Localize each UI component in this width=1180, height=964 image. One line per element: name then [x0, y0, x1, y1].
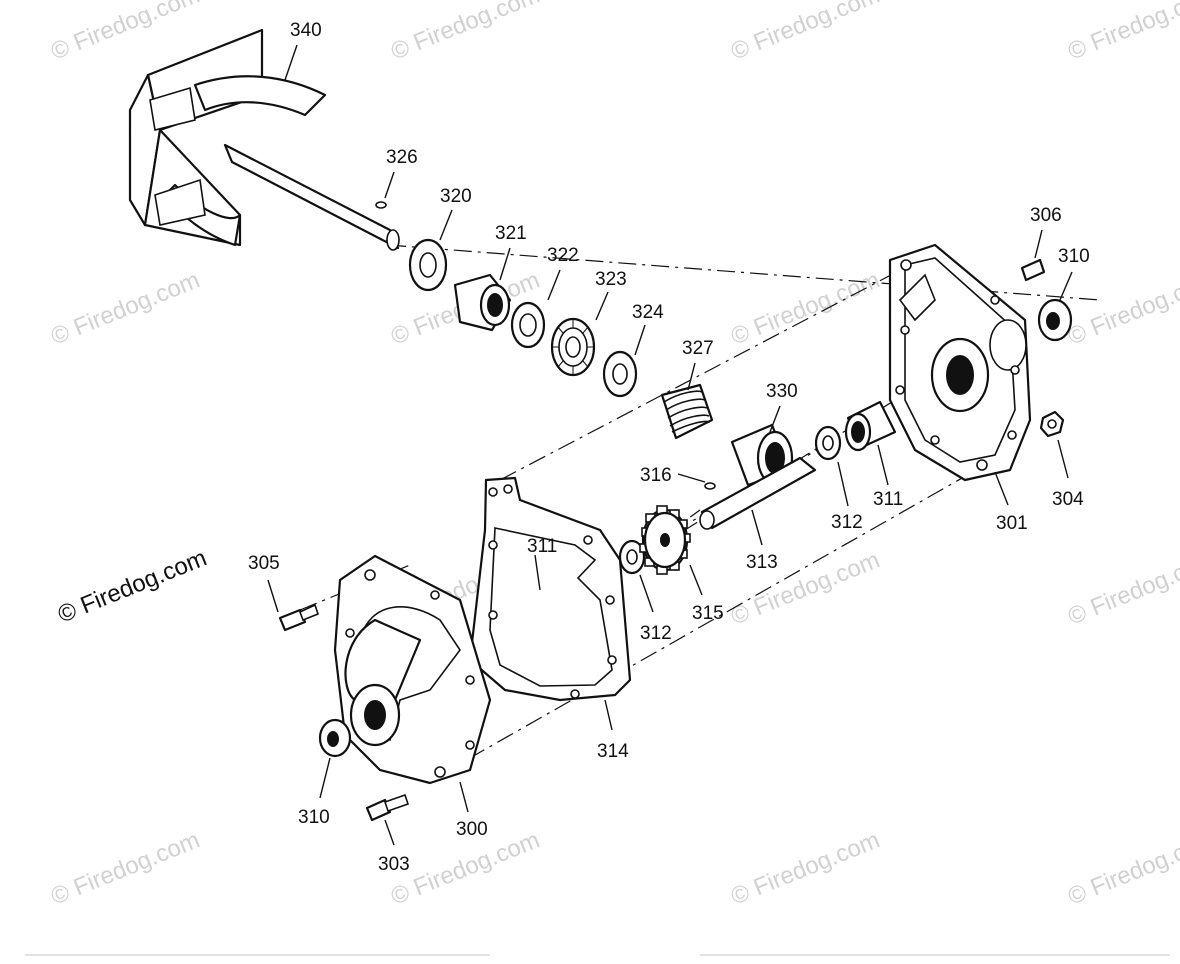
- callout-300: 300: [456, 819, 488, 840]
- shaft-313: [699, 456, 817, 530]
- callout-320: 320: [440, 186, 472, 207]
- callout-322: 322: [547, 245, 579, 266]
- callout-305: 305: [248, 553, 280, 574]
- callout-323: 323: [595, 269, 627, 290]
- worm-gear-327: [660, 383, 714, 440]
- washer-320: [408, 238, 448, 292]
- bearing-310-right: [1037, 298, 1073, 342]
- gear-315: [639, 505, 691, 575]
- callout-340: 340: [290, 20, 322, 41]
- callout-321: 321: [495, 223, 527, 244]
- callout-315: 315: [692, 603, 724, 624]
- bushing-321: [453, 273, 512, 332]
- callout-310: 310: [298, 807, 330, 828]
- callout-312: 312: [640, 623, 672, 644]
- callout-313: 313: [746, 552, 778, 573]
- callout-326: 326: [386, 147, 418, 168]
- callout-303: 303: [378, 854, 410, 875]
- watermark: © Firedog.com: [47, 826, 203, 910]
- thrust-bearing-323: [550, 317, 596, 377]
- washer-312-upper: [814, 425, 842, 461]
- nut-304: [1039, 410, 1065, 438]
- gear-case-301: [888, 243, 1032, 482]
- bolt-303: [365, 793, 410, 822]
- callout-310: 310: [1058, 246, 1090, 267]
- watermark: © Firedog.com: [727, 266, 883, 350]
- callout-312: 312: [831, 512, 863, 533]
- auger-assembly-340: [128, 28, 400, 251]
- callout-311: 311: [527, 536, 557, 557]
- watermark: © Firedog.com: [727, 0, 883, 66]
- watermark: © Firedog.com: [1064, 546, 1180, 630]
- callout-306: 306: [1030, 205, 1062, 226]
- watermark: © Firedog.com: [47, 0, 203, 66]
- washer-322: [510, 301, 546, 349]
- set-screw-306: [1020, 258, 1046, 282]
- bolt-305: [278, 603, 319, 632]
- watermark: © Firedog.com: [727, 826, 883, 910]
- watermark: © Firedog.com: [1064, 266, 1180, 350]
- watermark: © Firedog.com: [47, 266, 203, 350]
- key-316: [704, 482, 716, 490]
- callout-314: 314: [597, 741, 629, 762]
- key-326: [375, 201, 387, 209]
- copyright-label: © Firedog.com: [54, 544, 210, 628]
- bearing-311-right: [844, 400, 897, 452]
- callout-301: 301: [996, 513, 1028, 534]
- washer-324: [602, 350, 638, 398]
- watermark: © Firedog.com: [1064, 0, 1180, 66]
- leader-lines: [267, 44, 1073, 846]
- callout-labels: 340 326 320 321 322 323 324 327 330 316 …: [248, 20, 1090, 875]
- gear-case-300: [333, 554, 492, 785]
- bearing-310-left: [318, 718, 352, 758]
- callout-304: 304: [1052, 489, 1084, 510]
- watermark: © Firedog.com: [387, 0, 543, 66]
- callout-311: 311: [873, 489, 903, 510]
- watermark: © Firedog.com: [1064, 826, 1180, 910]
- callout-330: 330: [766, 381, 798, 402]
- callout-327: 327: [682, 338, 714, 359]
- callout-316: 316: [640, 465, 672, 486]
- callout-324: 324: [632, 302, 664, 323]
- gasket-314: [468, 476, 632, 702]
- washer-312-lower: [618, 539, 646, 575]
